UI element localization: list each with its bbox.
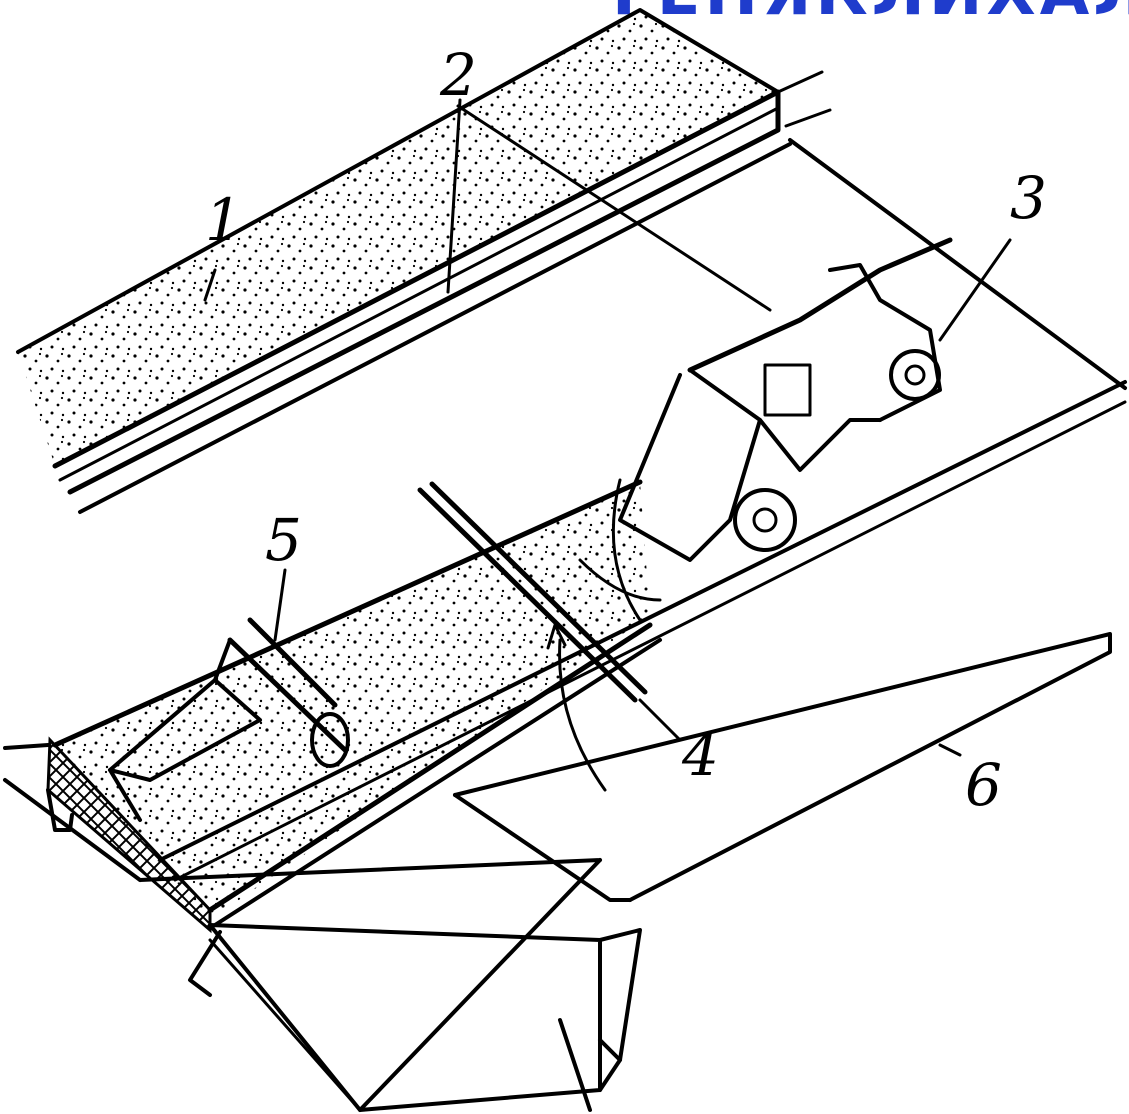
label-4: 4 <box>681 721 719 789</box>
page-heading: ГЕНЯКЛИХАЛ <box>612 0 1129 30</box>
lower-slab <box>3 778 642 1112</box>
dump-truck <box>578 237 953 622</box>
label-5: 5 <box>265 506 302 574</box>
roller <box>108 617 350 822</box>
label-3: 3 <box>1010 164 1047 232</box>
label-1: 1 <box>205 186 242 254</box>
label-6: 6 <box>965 751 1002 819</box>
new-layer-strip <box>3 479 662 934</box>
existing-strip <box>16 8 832 514</box>
leader-lines <box>203 238 1012 757</box>
screed-beam <box>417 481 648 792</box>
label-2: 2 <box>439 41 477 109</box>
rail-forms <box>446 98 1127 390</box>
